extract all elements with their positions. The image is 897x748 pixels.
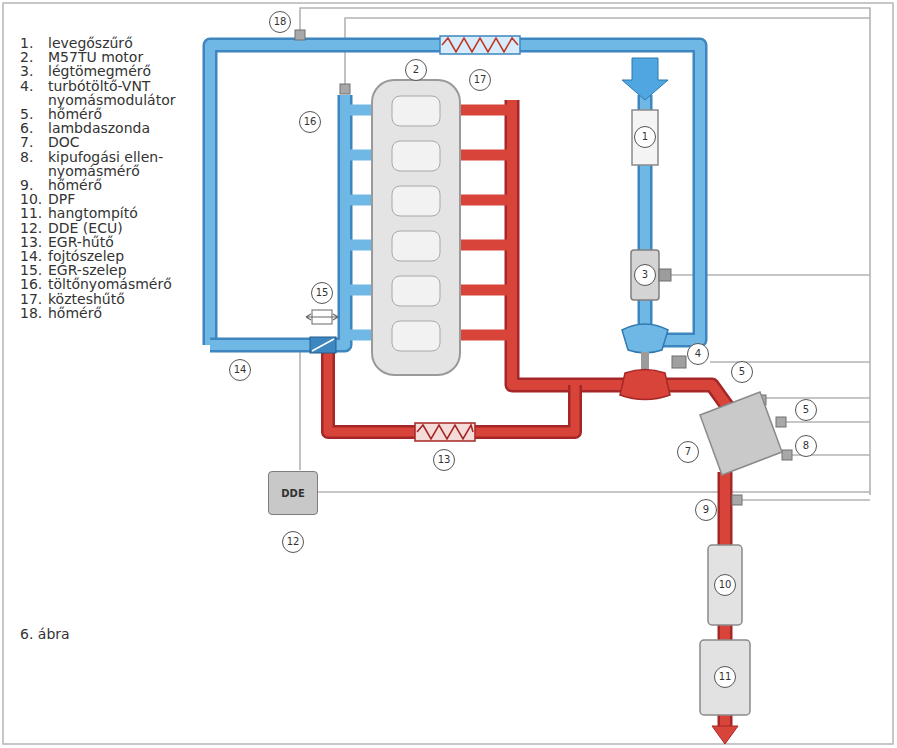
callout-number: 18 (269, 11, 291, 33)
key-number: 13. (20, 235, 48, 249)
exhaust-out-arrow (712, 726, 738, 744)
key-number: 17. (20, 292, 48, 306)
callout-number: 4 (687, 343, 709, 365)
key-row: 16.töltőnyomásmérő (20, 277, 208, 291)
key-row: 13.EGR-hűtő (20, 235, 208, 249)
air-filter (632, 110, 658, 165)
key-row: 18.hőmérő (20, 306, 208, 320)
key-number: 16. (20, 277, 48, 291)
sensors (295, 30, 792, 505)
fresh-air-arrow (622, 58, 668, 100)
dpf-filter (708, 545, 742, 625)
callout-number: 5 (731, 361, 753, 383)
callout-number: 16 (299, 111, 321, 133)
intercooler (440, 36, 520, 54)
key-row: 11.hangtompító (20, 206, 208, 220)
key-text: levegőszűrő (48, 36, 208, 50)
key-row: 12.DDE (ECU) (20, 221, 208, 235)
key-text: EGR-szelep (48, 263, 208, 277)
key-row: 3.légtömegmérő (20, 64, 208, 78)
callout-number: 1 (634, 126, 656, 148)
key-text: közteshűtő (48, 292, 208, 306)
key-text: töltőnyomásmérő (48, 277, 208, 291)
key-number: 12. (20, 221, 48, 235)
callout-number: 10 (714, 574, 736, 596)
key-text: légtömegmérő (48, 64, 208, 78)
key-text: DDE (ECU) (48, 221, 208, 235)
key-number: 9. (20, 178, 48, 192)
callout-number: 11 (714, 666, 736, 688)
callout-number: 15 (311, 282, 333, 304)
key-row: 2.M57TU motor (20, 50, 208, 64)
turbocharger (620, 324, 686, 400)
key-row: 8.kipufogási ellen- nyomásmérő (20, 150, 208, 178)
callout-number: 12 (282, 531, 304, 553)
key-number: 18. (20, 306, 48, 320)
key-text: hőmérő (48, 178, 208, 192)
throttle-and-egr-valve (306, 310, 338, 353)
key-row: 5.hőmérő (20, 107, 208, 121)
air-mass-meter (631, 250, 671, 300)
key-text: turbótöltő-VNT nyomásmodulátor (48, 79, 208, 107)
key-row: 15.EGR-szelep (20, 263, 208, 277)
key-number: 3. (20, 64, 48, 78)
key-text: lambdaszonda (48, 121, 208, 135)
key-number: 2. (20, 50, 48, 64)
doc-catalyst (700, 392, 782, 475)
egr-cooler (415, 423, 475, 441)
key-row: 4.turbótöltő-VNT nyomásmodulátor (20, 79, 208, 107)
key-number: 7. (20, 135, 48, 149)
key-text: DOC (48, 135, 208, 149)
callout-number: 17 (469, 69, 491, 91)
key-number: 5. (20, 107, 48, 121)
key-number: 14. (20, 249, 48, 263)
key-row: 9.hőmérő (20, 178, 208, 192)
key-number: 1. (20, 36, 48, 50)
callout-number: 2 (405, 59, 427, 81)
key-row: 1.levegőszűrő (20, 36, 208, 50)
callout-number: 5 (795, 399, 817, 421)
key-text: kipufogási ellen- nyomásmérő (48, 150, 208, 178)
key-row: 17.közteshűtő (20, 292, 208, 306)
ecu-box: DDE (268, 471, 318, 515)
key-row: 7.DOC (20, 135, 208, 149)
key-number: 6. (20, 121, 48, 135)
figure-caption: 6. ábra (20, 626, 70, 642)
engine-block (372, 80, 460, 375)
key-text: DPF (48, 192, 208, 206)
key-text: hőmérő (48, 306, 208, 320)
callout-number: 13 (433, 449, 455, 471)
key-text: hőmérő (48, 107, 208, 121)
key-text: fojtószelep (48, 249, 208, 263)
key-number: 15. (20, 263, 48, 277)
callout-number: 9 (695, 499, 717, 521)
callout-number: 14 (229, 359, 251, 381)
part-key: 1.levegőszűrő2.M57TU motor3.légtömegmérő… (20, 36, 208, 320)
callout-number: 7 (677, 441, 699, 463)
key-number: 8. (20, 150, 48, 178)
ecu-label: DDE (281, 488, 304, 499)
key-row: 6.lambdaszonda (20, 121, 208, 135)
key-row: 10.DPF (20, 192, 208, 206)
muffler (700, 640, 750, 715)
signal-wires (300, 8, 870, 500)
figure-frame (3, 3, 893, 744)
key-number: 4. (20, 79, 48, 107)
key-number: 10. (20, 192, 48, 206)
key-text: M57TU motor (48, 50, 208, 64)
key-text: EGR-hűtő (48, 235, 208, 249)
key-row: 14.fojtószelep (20, 249, 208, 263)
callout-number: 8 (795, 435, 817, 457)
key-number: 11. (20, 206, 48, 220)
callout-number: 3 (634, 264, 656, 286)
key-text: hangtompító (48, 206, 208, 220)
